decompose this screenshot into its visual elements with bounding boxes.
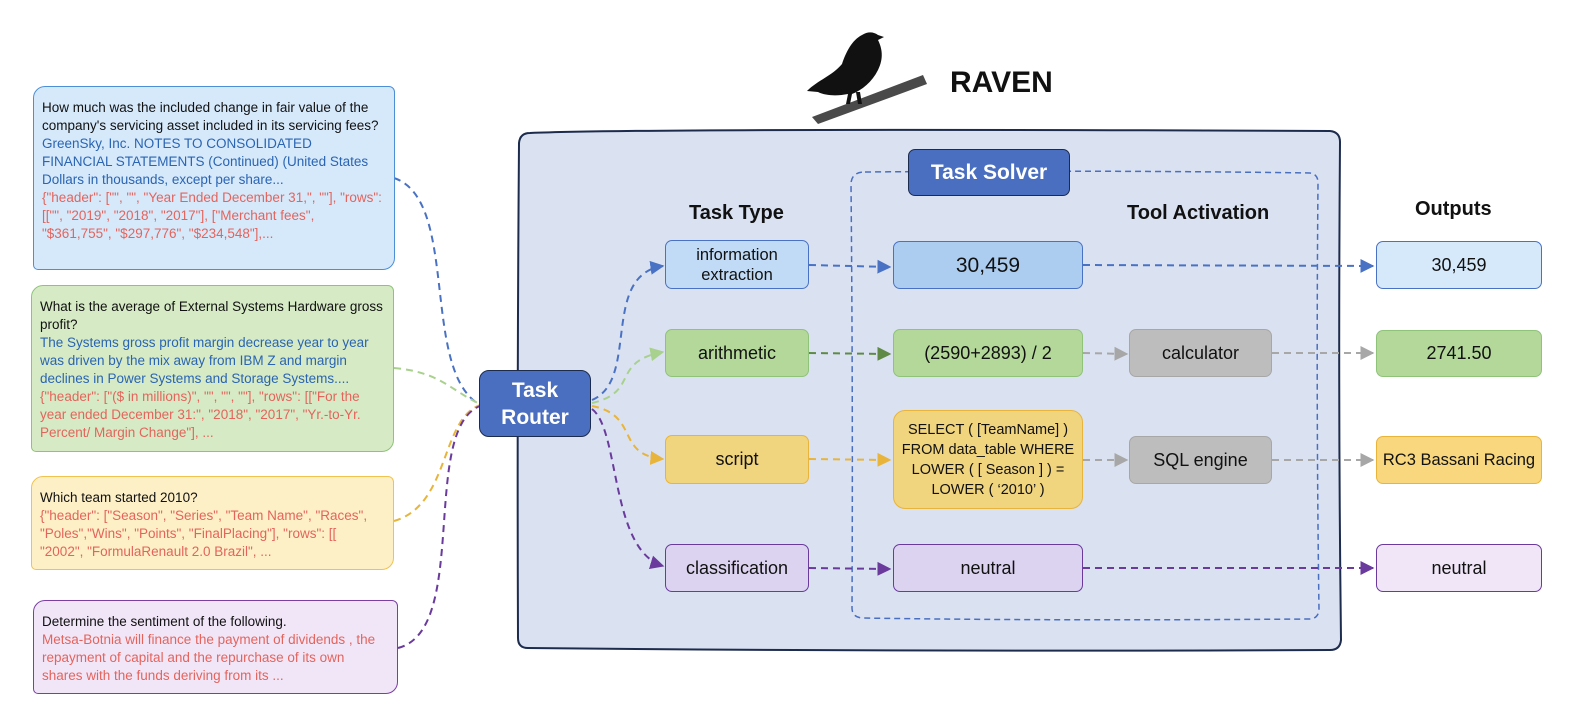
arith-to-solver	[808, 346, 892, 361]
output-arithmetic: 2741.50	[1376, 330, 1542, 377]
solver-value-arithmetic: (2590+2893) / 2	[893, 329, 1083, 377]
input-connector-1	[393, 177, 481, 406]
input-table-3: {"header": ["Season", "Series", "Team Na…	[40, 508, 368, 559]
router-to-arith	[591, 347, 665, 404]
app-title: RAVEN	[950, 66, 1053, 99]
tool-calculator: calculator	[1129, 329, 1272, 377]
task-type-information-extraction: information extraction	[665, 240, 809, 289]
input-question-1: How much was the included change in fair…	[42, 100, 379, 133]
tool-activation-header: Tool Activation	[1127, 202, 1270, 224]
output-information-extraction: 30,459	[1376, 241, 1542, 289]
input-question-4: Determine the sentiment of the following…	[42, 614, 287, 629]
input-table-2: {"header": ["($ in millions)", "", "", "…	[40, 389, 361, 440]
task-type-classification: classification	[665, 544, 809, 592]
router-to-info	[591, 260, 665, 401]
input-question-3: Which team started 2010?	[40, 490, 198, 505]
input-question-2: What is the average of External Systems …	[40, 299, 383, 332]
raven-logo-icon	[807, 32, 927, 124]
router-to-classify	[591, 408, 665, 570]
solver-value-sql-query: SELECT ( [TeamName] ) FROM data_table WH…	[893, 410, 1083, 509]
task-router-label-2: Router	[501, 405, 569, 429]
input-connector-3	[393, 404, 481, 522]
task-solver-region	[850, 170, 1320, 621]
tool-sql-engine: SQL engine	[1129, 436, 1272, 484]
output-classification: neutral	[1376, 544, 1542, 592]
input-connector-4	[397, 405, 481, 649]
info-to-solver	[808, 259, 892, 274]
input-card-3: Which team started 2010? {"header": ["Se…	[31, 476, 394, 570]
task-solver-label: Task Solver	[908, 149, 1070, 196]
output-script: RC3 Bassani Racing	[1376, 436, 1542, 484]
input-connector-2	[393, 367, 481, 405]
info-to-output	[1082, 258, 1375, 273]
task-type-script: script	[665, 435, 809, 484]
task-router: Task Router	[479, 370, 591, 437]
task-router-label-1: Task	[511, 378, 559, 402]
solver-value-classification: neutral	[893, 544, 1083, 592]
outputs-header: Outputs	[1415, 198, 1492, 220]
solver-value-extraction: 30,459	[893, 241, 1083, 289]
input-context-1: GreenSky, Inc. NOTES TO CONSOLIDATED FIN…	[42, 136, 369, 187]
task-type-arithmetic: arithmetic	[665, 329, 809, 377]
input-context-2: The Systems gross profit margin decrease…	[40, 335, 369, 386]
input-card-4: Determine the sentiment of the following…	[33, 600, 398, 694]
input-text-4: Metsa-Botnia will finance the payment of…	[42, 632, 376, 683]
task-type-header: Task Type	[689, 202, 784, 224]
input-table-1: {"header": ["", "", "Year Ended December…	[42, 190, 382, 241]
input-card-2: What is the average of External Systems …	[31, 285, 394, 452]
script-to-solver	[808, 452, 892, 467]
router-to-script	[591, 405, 665, 465]
solver-to-calculator	[1082, 346, 1129, 361]
classify-to-solver	[808, 561, 892, 576]
input-card-1: How much was the included change in fair…	[33, 86, 395, 270]
